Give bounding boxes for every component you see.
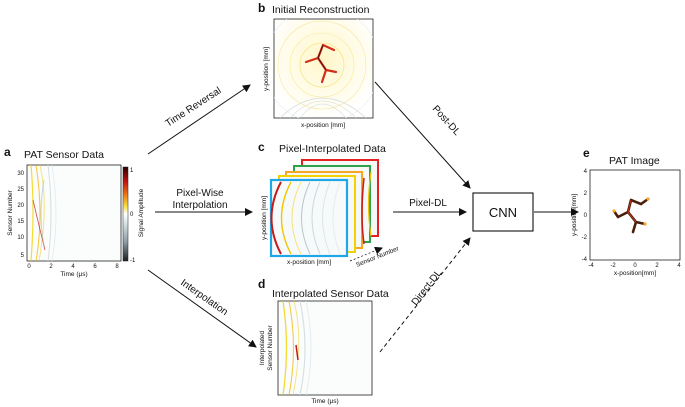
panel-a-xtick: 2 — [49, 264, 53, 270]
label-direct-dl: Direct-DL — [410, 267, 445, 307]
panel-a-xtick: 0 — [27, 264, 31, 270]
panel-b-image — [273, 18, 374, 119]
panel-e-ytick: -4 — [582, 257, 588, 263]
label-pixel-wise-1: Pixel-Wise — [176, 188, 224, 199]
cnn-label: CNN — [489, 205, 517, 220]
panel-d-plot-area — [277, 300, 373, 396]
panel-c: c Pixel-Interpolated Data x-position [mm… — [258, 140, 401, 269]
panel-letter-a: a — [4, 145, 11, 159]
panel-a-ylabel: Sensor Number — [7, 189, 14, 235]
arrow-post-dl — [374, 81, 471, 189]
panel-a-title: PAT Sensor Data — [24, 149, 104, 161]
panel-a-xticks: 0 2 4 6 8 — [27, 264, 119, 270]
panel-a-ytick: 15 — [17, 219, 24, 225]
stack-direction-arrow — [349, 246, 383, 262]
panel-letter-b: b — [258, 1, 265, 15]
panel-c-frame-stack — [269, 159, 379, 258]
panel-a-ytick: 30 — [17, 171, 24, 177]
panel-a-yticks: 30 25 20 15 10 5 — [17, 171, 24, 259]
cnn-box: CNN — [472, 192, 534, 232]
panel-b-title: Initial Reconstruction — [272, 4, 370, 16]
arrow-direct-dl — [379, 237, 471, 353]
panel-e-ylabel: y-position[mm] — [571, 194, 578, 236]
panel-c-title: Pixel-Interpolated Data — [279, 143, 386, 155]
panel-e-xtick: 4 — [677, 263, 681, 269]
panel-e-xtick: -4 — [588, 263, 594, 269]
panel-e-xtick: 2 — [655, 263, 659, 269]
label-post-dl: Post-DL — [430, 104, 463, 139]
panel-e-xlabel: x-position[mm] — [614, 270, 656, 277]
colorbar-tick: 0 — [130, 212, 134, 218]
panel-e-ytick: -2 — [582, 235, 588, 241]
panel-e-ytick: 4 — [584, 169, 588, 175]
panel-d-ylabel-line2: Sensor Number — [267, 324, 274, 370]
label-interpolation: Interpolation — [178, 277, 229, 318]
panel-e-ytick: 2 — [584, 191, 588, 197]
panel-d-ylabel-line1: Interpolated — [259, 330, 266, 365]
panel-a-xtick: 4 — [71, 264, 75, 270]
panel-e-ytick: 0 — [584, 213, 588, 219]
panel-a: a PAT Sensor Data 30 25 20 15 10 5 0 2 4… — [4, 145, 145, 278]
panel-letter-d: d — [258, 277, 265, 291]
panel-a-xtick: 8 — [115, 264, 119, 270]
arrow-interpolation — [147, 269, 257, 348]
panel-b-xlabel: x-position [mm] — [301, 122, 345, 129]
panel-e-xticks: -4 -2 0 2 4 — [588, 263, 681, 269]
label-pixel-dl: Pixel-DL — [409, 198, 447, 209]
panel-d: d Interpolated Sensor Data Time (μs) Int… — [258, 277, 389, 405]
panel-letter-e: e — [583, 146, 590, 160]
colorbar-tick: -1 — [130, 258, 136, 264]
panel-d-signal-traces — [282, 301, 312, 395]
panel-a-ytick: 10 — [17, 235, 24, 241]
colorbar-label: Signal Amplitude — [138, 188, 145, 237]
panel-c-xlabel: x-position [mm] — [287, 259, 331, 266]
panel-a-xlabel: Time (μs) — [60, 271, 87, 278]
panel-d-title: Interpolated Sensor Data — [272, 288, 389, 300]
panel-e-xtick: -2 — [610, 263, 616, 269]
panel-b: b Initial Reconstruction x-position [mm]… — [258, 1, 374, 129]
panel-e-title: PAT Image — [609, 155, 660, 167]
arrow-time-reversal — [147, 84, 251, 155]
panel-b-ylabel: y-position [mm] — [263, 47, 270, 91]
panel-c-ylabel: y-position [mm] — [261, 196, 268, 240]
panel-a-ytick: 5 — [21, 253, 25, 259]
colorbar-tick: 1 — [130, 168, 134, 174]
panel-e-xtick: 0 — [633, 263, 637, 269]
panel-a-ytick: 25 — [17, 187, 24, 193]
panel-a-ytick: 20 — [17, 203, 24, 209]
panel-e-yticks: 4 2 0 -2 -4 — [582, 169, 588, 263]
panel-e: e PAT Image -4 -2 0 2 4 4 2 0 -2 -4 x-po… — [571, 146, 681, 277]
panel-e-vessel — [612, 197, 650, 234]
panel-b-reconstruction — [274, 19, 373, 118]
panel-d-xlabel: Time (μs) — [311, 398, 338, 405]
panel-e-image — [589, 169, 681, 261]
panel-a-xtick: 6 — [93, 264, 97, 270]
stack-front-frame — [269, 178, 349, 258]
panel-a-signal-traces — [30, 165, 57, 261]
colorbar — [122, 166, 129, 262]
panel-letter-c: c — [258, 140, 265, 154]
label-pixel-wise-2: Interpolation — [172, 200, 227, 211]
